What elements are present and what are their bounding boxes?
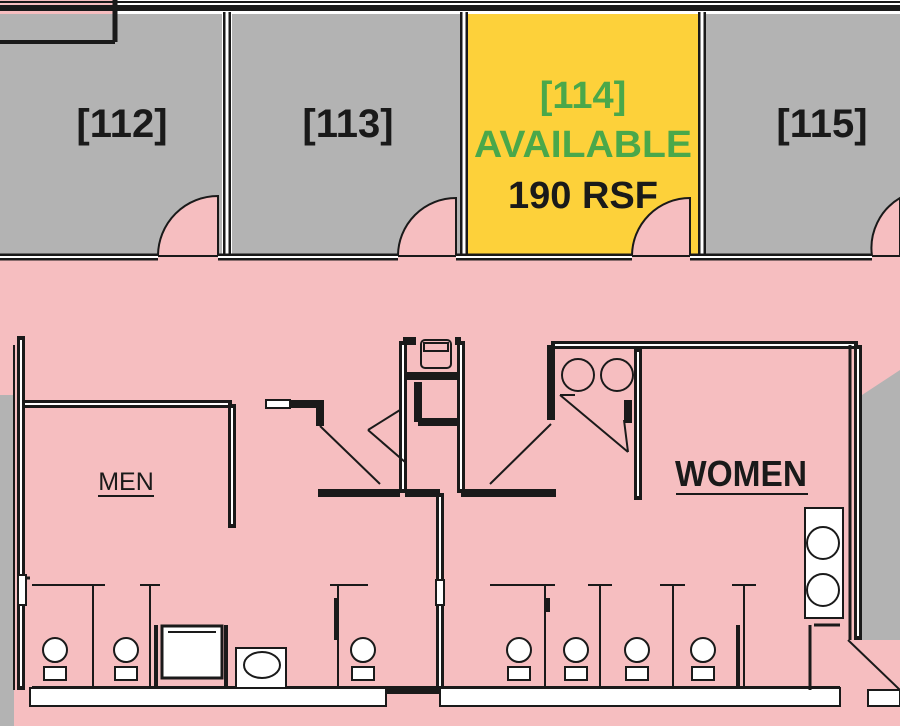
men-label: MEN xyxy=(98,468,154,496)
office-114-door-swing xyxy=(630,196,691,257)
office-113-number: [113] xyxy=(302,102,393,146)
office-114-number: [114] xyxy=(540,75,627,117)
left-gray-strip xyxy=(0,395,14,726)
office-113[interactable]: [113] xyxy=(232,14,460,257)
toilet-icon xyxy=(506,637,532,681)
office-115-floor xyxy=(706,14,900,256)
utility-fixtures xyxy=(160,339,844,689)
office-115-number: [115] xyxy=(776,102,867,146)
restroom-wall-inner-lines xyxy=(20,340,859,686)
office-114[interactable]: [114] AVAILABLE 190 RSF xyxy=(468,14,698,257)
toilet-icon xyxy=(563,637,589,681)
women-vestibule-sink-right xyxy=(600,358,634,392)
office-114-area: 190 RSF xyxy=(508,175,658,217)
men-room[interactable]: MEN xyxy=(98,468,154,497)
office-112[interactable]: [112] xyxy=(0,14,222,257)
women-door-leaf xyxy=(489,423,552,485)
women-room[interactable]: WOMEN xyxy=(675,453,808,495)
men-door-leaf xyxy=(319,425,381,485)
men-accessible-stall-fixture xyxy=(160,624,224,680)
stall-door-frames xyxy=(154,598,740,690)
women-vestibule-door xyxy=(559,394,629,453)
office-113-door-swing xyxy=(396,196,457,257)
restroom-doors xyxy=(319,394,629,485)
mop-sink xyxy=(420,339,452,369)
toilets xyxy=(42,637,716,681)
window-frame xyxy=(265,399,291,409)
stall-partitions xyxy=(17,574,756,686)
women-vestibule-sink-left xyxy=(561,358,595,392)
office-115[interactable]: [115] xyxy=(706,14,900,257)
office-112-door-swing xyxy=(156,194,219,257)
toilet-icon xyxy=(350,637,376,681)
toilet-icon xyxy=(624,637,650,681)
office-114-status: AVAILABLE xyxy=(474,124,692,166)
women-vanity-sink-upper xyxy=(806,526,840,560)
office-112-number: [112] xyxy=(76,102,167,146)
bottom-edge xyxy=(29,623,900,707)
right-gray-area xyxy=(862,370,900,640)
women-vanity-sink-lower xyxy=(806,573,840,607)
office-walls xyxy=(0,0,900,261)
toilet-icon xyxy=(113,637,139,681)
janitor-door-leaf xyxy=(367,409,401,431)
toilet-icon xyxy=(690,637,716,681)
women-label: WOMEN xyxy=(675,453,807,494)
toilet-icon xyxy=(42,637,68,681)
